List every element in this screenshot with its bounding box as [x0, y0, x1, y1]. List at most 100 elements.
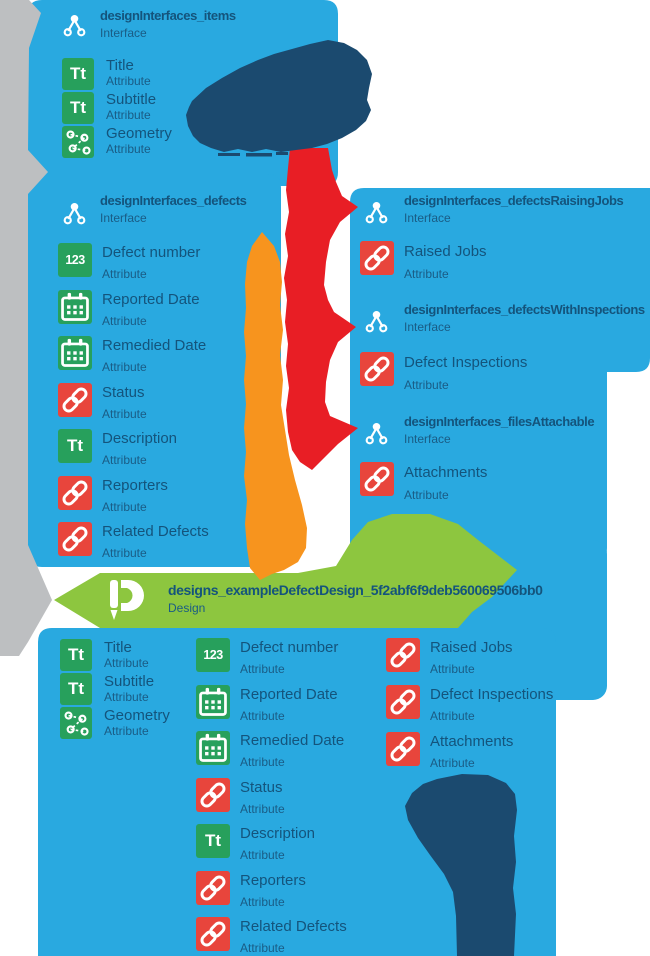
attribute-type-label: Attribute [102, 453, 147, 467]
attribute-label: Defect Inspections [404, 354, 528, 371]
number-attribute-icon: 123 [196, 638, 230, 672]
attribute-type-label: Attribute [404, 378, 449, 392]
attribute-label: Reporters [102, 477, 168, 494]
text-attribute-glyph: Tt [67, 679, 85, 698]
text-attribute-icon: Tt [60, 673, 92, 705]
attribute-type-label: Attribute [104, 690, 149, 704]
link-icon [196, 778, 230, 812]
navy-top-arrow-fray [218, 153, 240, 156]
attribute-type-label: Attribute [240, 848, 285, 862]
text-attribute-glyph: Tt [204, 831, 222, 850]
calendar-icon [58, 336, 92, 370]
attribute-type-label: Attribute [102, 314, 147, 328]
text-attribute-icon: Tt [196, 824, 230, 858]
attribute-label: Status [102, 384, 145, 401]
design-header-title: designs_exampleDefectDesign_5f2abf6f9deb… [168, 582, 543, 598]
attribute-label: Attachments [404, 464, 488, 481]
calendar-icon [196, 685, 230, 719]
interface-share-icon [363, 308, 390, 335]
interface-header-type-label: Interface [404, 432, 451, 446]
attribute-type-label: Attribute [404, 488, 449, 502]
number-attribute-glyph: 123 [65, 253, 85, 267]
attribute-label: Subtitle [104, 673, 155, 690]
attribute-type-label: Attribute [240, 709, 285, 723]
attribute-type-label: Attribute [104, 724, 149, 738]
number-attribute-icon: 123 [58, 243, 92, 277]
navy-top-arrow-fray [246, 153, 272, 157]
navy-bottom-arrow [405, 774, 517, 956]
green-design-arrow [54, 514, 517, 628]
link-icon [360, 352, 394, 386]
attribute-type-label: Attribute [430, 709, 475, 723]
attribute-label: Reported Date [240, 686, 338, 703]
attribute-label: Raised Jobs [404, 243, 487, 260]
attribute-type-label: Attribute [106, 142, 151, 156]
gray-ribbon-arrow [0, 0, 52, 656]
attribute-label: Description [240, 825, 316, 842]
navy-top-arrow [186, 40, 372, 152]
link-icon [360, 462, 394, 496]
interface-header-type-label: Interface [100, 26, 147, 40]
attribute-label: Geometry [106, 125, 172, 142]
attribute-label: Remedied Date [102, 337, 207, 354]
attribute-type-label: Attribute [404, 267, 449, 281]
interface-share-icon [61, 12, 88, 39]
attribute-type-label: Attribute [102, 407, 147, 421]
attribute-label: Related Defects [102, 523, 209, 540]
link-icon [58, 476, 92, 510]
attribute-type-label: Attribute [240, 941, 285, 955]
link-icon [386, 732, 420, 766]
panel-bottom [38, 628, 556, 956]
attribute-label: Status [240, 779, 283, 796]
text-attribute-glyph: Tt [66, 436, 84, 455]
attribute-label: Description [102, 430, 178, 447]
link-icon [196, 917, 230, 951]
attribute-label: Reported Date [102, 291, 200, 308]
orange-flow-arrow [244, 232, 307, 580]
attribute-type-label: Attribute [430, 756, 475, 770]
text-attribute-icon: Tt [58, 429, 92, 463]
attribute-label: Title [104, 639, 132, 656]
interface-share-icon [363, 199, 390, 226]
attribute-type-label: Attribute [102, 267, 147, 281]
attribute-label: Title [106, 57, 134, 74]
attribute-type-label: Attribute [102, 546, 147, 560]
attribute-label: Defect number [240, 639, 339, 656]
attribute-label: Attachments [430, 733, 514, 750]
interface-share-icon [61, 200, 88, 227]
link-icon [58, 383, 92, 417]
interface-header-type-label: Interface [404, 320, 451, 334]
text-attribute-glyph: Tt [69, 98, 87, 117]
link-icon [196, 871, 230, 905]
calendar-icon [58, 290, 92, 324]
attribute-type-label: Attribute [106, 108, 151, 122]
attribute-label: Defect Inspections [430, 686, 554, 703]
text-attribute-glyph: Tt [67, 645, 85, 664]
attribute-label: Defect number [102, 244, 201, 261]
attribute-label: Remedied Date [240, 732, 345, 749]
interface-share-icon [363, 420, 390, 447]
attribute-type-label: Attribute [240, 802, 285, 816]
text-attribute-glyph: Tt [69, 64, 87, 83]
attribute-type-label: Attribute [104, 656, 149, 670]
text-attribute-icon: Tt [62, 58, 94, 90]
design-logo-icon [103, 577, 149, 623]
number-attribute-glyph: 123 [203, 648, 223, 662]
attribute-label: Geometry [104, 707, 170, 724]
interface-header-title: designInterfaces_defects [100, 193, 247, 208]
link-icon [360, 241, 394, 275]
panel-right-bottom [350, 300, 607, 562]
attribute-type-label: Attribute [102, 500, 147, 514]
text-attribute-icon: Tt [62, 92, 94, 124]
link-icon [386, 685, 420, 719]
attribute-type-label: Attribute [240, 895, 285, 909]
attribute-type-label: Attribute [102, 360, 147, 374]
red-flow-arrow [284, 148, 358, 470]
geometry-icon [60, 707, 92, 739]
link-icon [386, 638, 420, 672]
interface-header-title: designInterfaces_items [100, 8, 236, 23]
interface-header-title: designInterfaces_defectsRaisingJobs [404, 193, 624, 208]
interface-header-type-label: Interface [404, 211, 451, 225]
